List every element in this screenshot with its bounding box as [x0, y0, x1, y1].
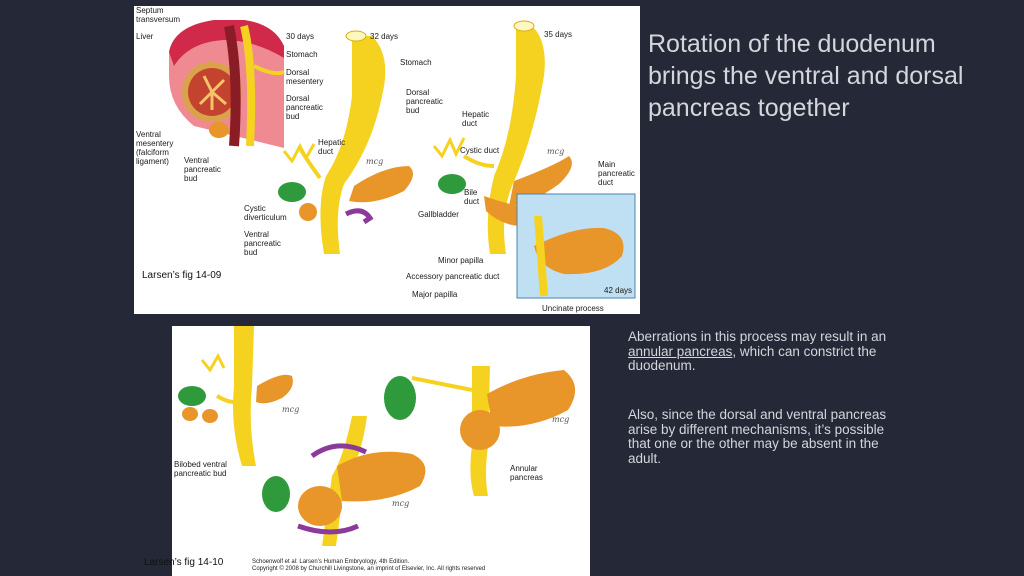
label-septum-transversum: Septum transversum	[136, 6, 181, 24]
label-bilobed-ventral-bud: Bilobed ventral pancreatic bud	[174, 460, 227, 478]
label-liver: Liver	[136, 32, 154, 41]
label-main-pancreatic-duct: Main pancreatic duct	[598, 160, 635, 187]
paragraph-annular-pancreas: Aberrations in this process may result i…	[628, 329, 890, 374]
label-major-papilla: Major papilla	[412, 290, 458, 299]
label-35-days: 35 days	[544, 30, 573, 39]
label-dorsal-mesentery: Dorsal mesentery	[286, 68, 324, 86]
label-dorsal-bud-a: Dorsal pancreatic bud	[286, 94, 323, 121]
stage-annular	[384, 366, 576, 496]
label-30-days: 30 days	[286, 32, 315, 41]
signatures: mcg mcg mcg	[282, 405, 569, 508]
paragraph-absence: Also, since the dorsal and ventral pancr…	[628, 407, 887, 466]
svg-text:mcg: mcg	[366, 157, 383, 166]
figure-caption-14-09: Larsen’s fig 14-09	[142, 270, 222, 281]
para1-text-start: Aberrations in this process may result i…	[628, 329, 887, 344]
label-42-days: 42 days	[604, 286, 633, 295]
figure-14-09-illustration: mcg mcg	[169, 20, 636, 299]
stage-32-days	[278, 30, 413, 254]
label-ventral-bud-a: Ventral pancreatic bud	[184, 156, 221, 183]
stage-35-days	[432, 20, 636, 299]
stage-bilobed-bud	[178, 326, 293, 466]
figure-14-10-illustration: mcg mcg mcg	[178, 326, 576, 546]
annular-pancreas-link[interactable]: annular pancreas	[628, 343, 733, 359]
label-bile-duct: Bile duct	[464, 188, 480, 206]
label-stomach-b: Stomach	[400, 58, 432, 67]
svg-text:mcg: mcg	[282, 405, 299, 414]
label-uncinate-process: Uncinate process	[542, 304, 604, 313]
label-gallbladder: Gallbladder	[418, 210, 459, 219]
label-cystic-duct: Cystic duct	[460, 146, 500, 155]
signatures: mcg mcg	[366, 147, 564, 166]
label-hepatic-duct-b: Hepatic duct	[462, 110, 490, 128]
svg-text:mcg: mcg	[547, 147, 564, 156]
label-32-days: 32 days	[370, 32, 399, 41]
label-cystic-diverticulum: Cystic diverticulum	[244, 204, 287, 222]
label-ventral-mesentery: Ventral mesentery (falciform ligament)	[136, 130, 174, 166]
label-hepatic-duct-a: Hepatic duct	[318, 138, 346, 156]
label-accessory-duct: Accessory pancreatic duct	[406, 272, 500, 281]
section-30-days	[169, 20, 285, 148]
stage-rotation	[262, 416, 426, 546]
label-ventral-bud-b: Ventral pancreatic bud	[244, 230, 281, 257]
figure-caption-14-10: Larsen’s fig 14-10	[144, 557, 224, 568]
figure-14-10: mcg mcg mcg Bilobed ventral pancreatic b…	[172, 326, 590, 576]
label-annular-pancreas: Annular pancreas	[510, 464, 543, 482]
svg-text:mcg: mcg	[552, 415, 569, 424]
svg-text:mcg: mcg	[392, 499, 409, 508]
label-stomach-a: Stomach	[286, 50, 318, 59]
slide-title: Rotation of the duodenum brings the vent…	[648, 30, 964, 122]
label-dorsal-bud-b: Dorsal pancreatic bud	[406, 88, 443, 115]
figure-14-09: mcg mcg Septum transversum Liver 30 days…	[134, 6, 640, 314]
para1-text-end: , which can constrict the duodenum.	[628, 343, 877, 373]
copyright-credit: Schoenwolf et al: Larsen’s Human Embryol…	[252, 559, 486, 572]
label-minor-papilla: Minor papilla	[438, 256, 484, 265]
